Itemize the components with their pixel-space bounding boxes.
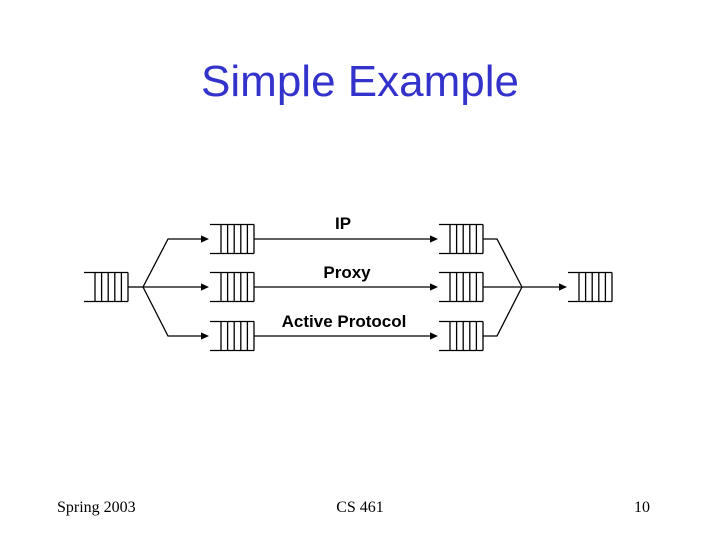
- proxy-channel-label: Proxy: [323, 263, 371, 282]
- merge-top-line: [483, 238, 523, 288]
- proxy-input-queue-icon: [209, 271, 255, 303]
- source-queue-icon: [83, 271, 129, 303]
- active-protocol-output-queue-icon: [438, 320, 484, 352]
- footer-semester: Spring 2003: [57, 499, 136, 516]
- active-protocol-channel-label: Active Protocol: [282, 312, 407, 331]
- fanout-bottom-line: [142, 286, 201, 337]
- ip-channel-label: IP: [335, 214, 351, 233]
- proxy-channel-arrow-icon: [430, 283, 438, 291]
- footer-course-number: CS 461: [336, 499, 384, 516]
- footer-page-number: 10: [634, 499, 650, 516]
- fanout-top-line: [142, 238, 201, 288]
- fanout-middle-arrow-icon: [201, 283, 209, 291]
- fanout-bottom-arrow-icon: [201, 332, 209, 340]
- slide-title: Simple Example: [201, 57, 519, 106]
- fanout-top-arrow-icon: [201, 235, 209, 243]
- ip-channel-arrow-icon: [430, 235, 438, 243]
- sink-entry-arrow-icon: [559, 283, 567, 291]
- merge-bottom-line: [483, 286, 523, 337]
- slide-footer: Spring 2003 CS 461 10: [0, 499, 720, 521]
- active-protocol-input-queue-icon: [209, 320, 255, 352]
- ip-input-queue-icon: [209, 223, 255, 255]
- ip-output-queue-icon: [438, 223, 484, 255]
- active-protocol-channel-arrow-icon: [430, 332, 438, 340]
- proxy-output-queue-icon: [438, 271, 484, 303]
- sink-queue-icon: [567, 271, 613, 303]
